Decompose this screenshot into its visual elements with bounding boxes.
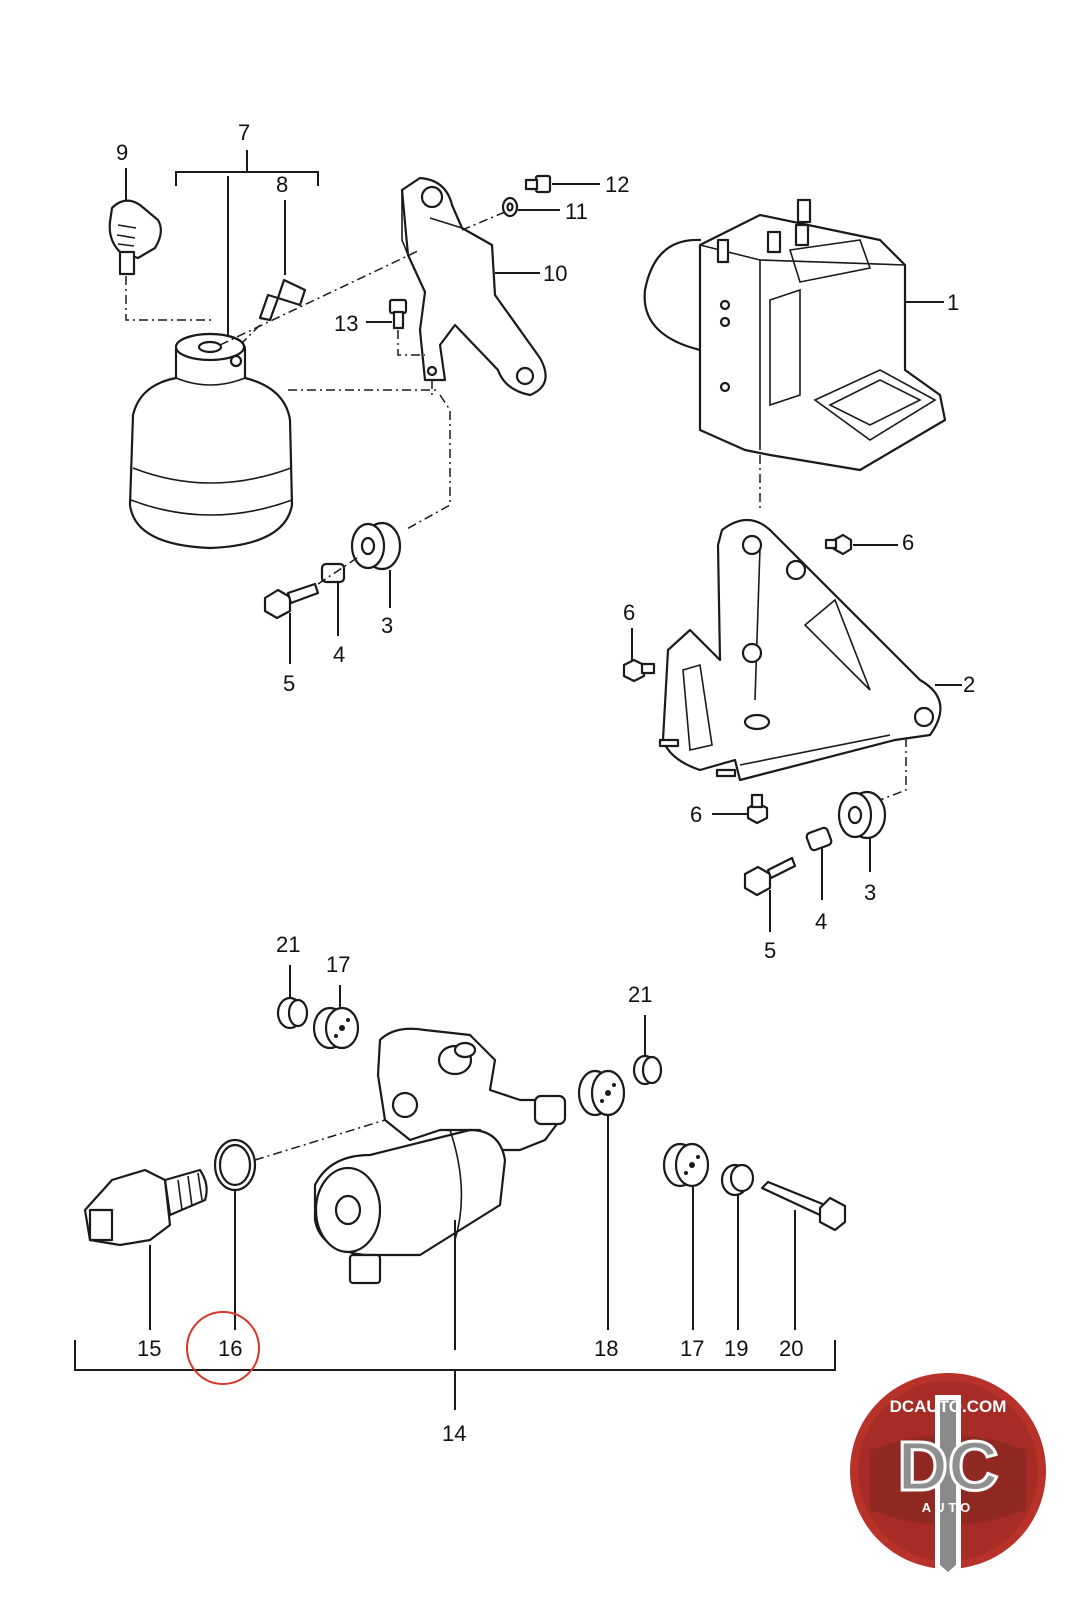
part-6-bolt-c — [746, 793, 769, 825]
callout-16: 16 — [218, 1336, 242, 1361]
group-bracket-7 — [175, 150, 319, 186]
part-4-sleeve-left — [320, 562, 346, 584]
part-15-sensor — [83, 1168, 208, 1247]
part-3-bushing-right — [837, 790, 887, 840]
callout-10: 10 — [543, 261, 567, 286]
callout-11: 11 — [565, 199, 588, 224]
part-7-reservoir — [128, 332, 294, 550]
part-8-fitting — [258, 278, 307, 322]
logo-domain: DCAUTO.COM — [890, 1397, 1007, 1416]
part-1-abs-module — [643, 198, 947, 472]
part-3-bushing-left — [350, 521, 402, 571]
part-13-bolt — [388, 298, 408, 330]
part-5-bolt-left — [263, 582, 320, 620]
callout-4: 4 — [333, 642, 345, 667]
part-6-bolt-a — [824, 533, 853, 556]
callout-17: 17 — [680, 1336, 704, 1361]
callout-21: 21 — [276, 932, 300, 957]
part-9-cap — [108, 199, 162, 276]
callout-6: 6 — [623, 600, 635, 625]
callout-14: 14 — [442, 1421, 466, 1446]
part-16-o-ring — [213, 1138, 257, 1192]
part-11-washer — [501, 196, 519, 218]
callout-3: 3 — [381, 613, 393, 638]
part-5-bolt-right — [743, 856, 797, 897]
callout-9: 9 — [116, 140, 128, 165]
part-17-bushing-left — [312, 1006, 360, 1050]
callout-4: 4 — [815, 909, 827, 934]
callout-19: 19 — [724, 1336, 748, 1361]
callout-21: 21 — [628, 982, 652, 1007]
logo-initials: DC — [897, 1427, 998, 1505]
callout-6: 6 — [902, 530, 914, 555]
part-18-bushing — [577, 1069, 626, 1117]
part-2-mount-bracket — [658, 518, 942, 782]
part-21-cap-right — [632, 1054, 663, 1086]
part-14-pump-motor — [313, 1027, 567, 1285]
logo-word: AUTO — [922, 1500, 975, 1515]
part-19-sleeve — [720, 1163, 755, 1197]
dcauto-logo: DCAUTO.COM DC AUTO — [850, 1373, 1046, 1580]
callout-5: 5 — [283, 671, 295, 696]
part-4-sleeve-right — [805, 826, 833, 852]
callout-5: 5 — [764, 938, 776, 963]
callout-2: 2 — [963, 672, 975, 697]
part-12-bolt — [524, 174, 552, 194]
part-6-bolt-b — [622, 658, 656, 683]
callout-18: 18 — [594, 1336, 618, 1361]
callout-7: 7 — [238, 120, 250, 145]
callout-6: 6 — [690, 802, 702, 827]
callout-8: 8 — [276, 172, 288, 197]
callout-12: 12 — [605, 172, 629, 197]
part-17-bushing-right — [662, 1142, 710, 1188]
highlight-circle-16 — [186, 1311, 260, 1385]
part-21-cap-left — [276, 996, 309, 1030]
callout-3: 3 — [864, 880, 876, 905]
callout-15: 15 — [137, 1336, 161, 1361]
part-20-bolt — [760, 1180, 847, 1232]
callout-17: 17 — [326, 952, 350, 977]
part-10-bracket — [400, 176, 547, 397]
group-bracket-14 — [74, 1340, 836, 1410]
callout-1: 1 — [947, 290, 959, 315]
callout-13: 13 — [334, 311, 358, 336]
callout-20: 20 — [779, 1336, 803, 1361]
